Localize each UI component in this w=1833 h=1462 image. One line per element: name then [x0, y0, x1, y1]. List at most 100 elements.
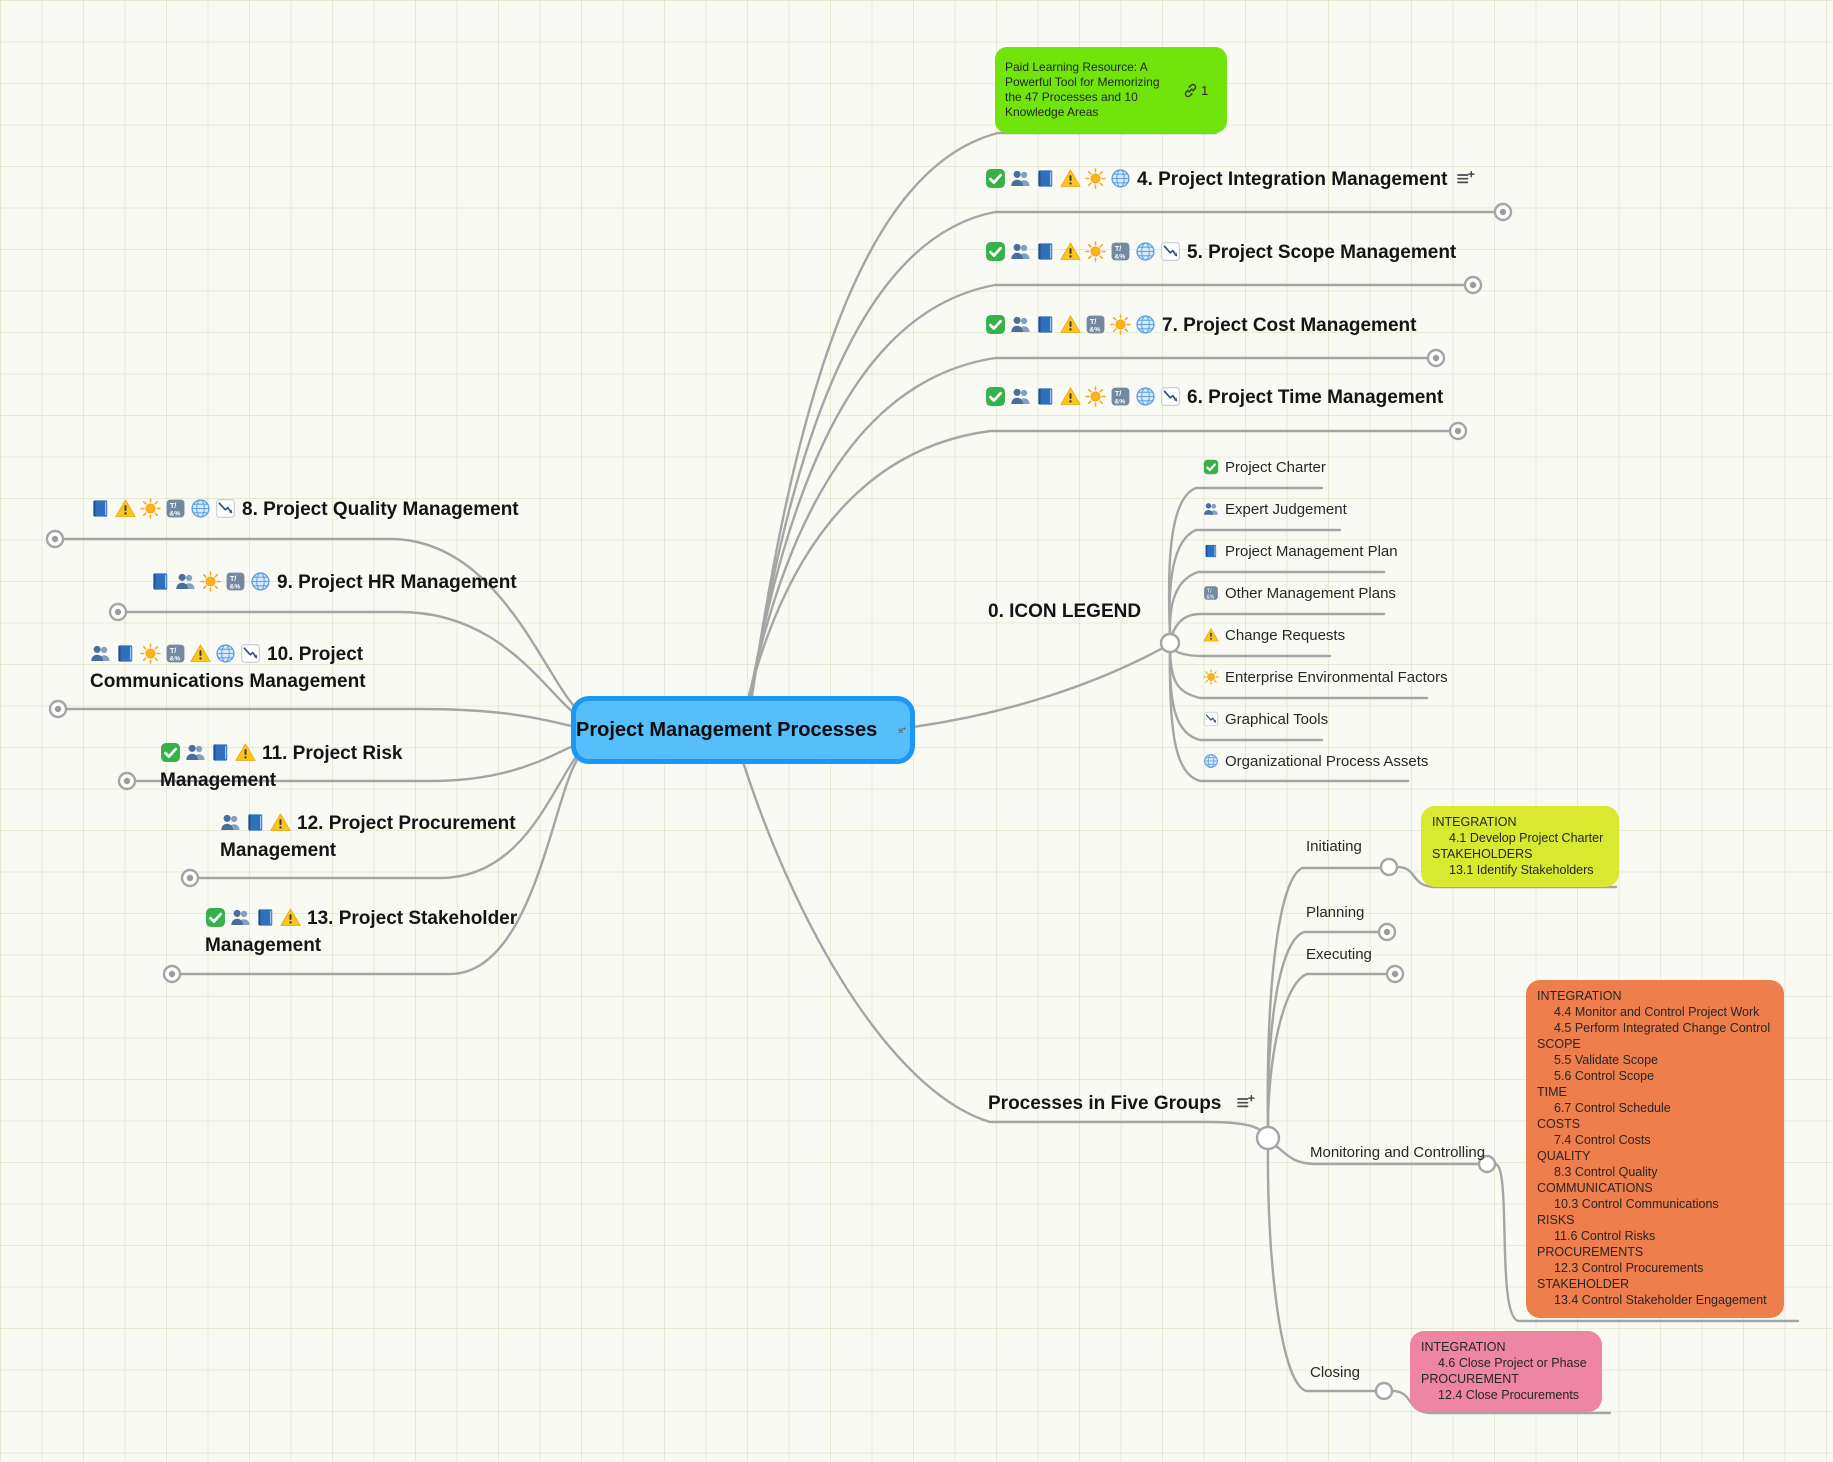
expand-toggle-monitoring[interactable] [1477, 1154, 1497, 1174]
book-icon [115, 643, 136, 664]
legend-item-organizational-process-assets[interactable]: Organizational Process Assets [1203, 753, 1428, 770]
warning-icon [270, 812, 291, 833]
legend-label: Organizational Process Assets [1225, 753, 1429, 770]
branch-label: 6. Project Time Management [1187, 387, 1444, 408]
root-node[interactable]: Project Management Processes [571, 696, 915, 764]
book-icon [245, 812, 266, 833]
book-icon [1035, 168, 1056, 189]
expand-toggle-closing[interactable] [1374, 1381, 1394, 1401]
sun-icon [1085, 168, 1106, 189]
process-group-heading: TIME [1537, 1085, 1567, 1099]
legend-item-project-charter[interactable]: Project Charter [1203, 459, 1326, 476]
collapsed-dot [168, 970, 176, 978]
note-text: Paid Learning Resource: A Powerful Tool … [1005, 60, 1160, 119]
warning-icon [1060, 168, 1081, 189]
process-group-heading: STAKEHOLDERS [1432, 847, 1533, 861]
expand-toggle-legend-junction[interactable] [1159, 632, 1181, 654]
collapsed-dot [1499, 208, 1507, 216]
globe-icon [250, 571, 271, 592]
svg-text:&%: &% [229, 583, 240, 590]
svg-text:T/: T/ [1207, 589, 1212, 595]
group-closing[interactable]: Closing [1310, 1364, 1361, 1381]
legend-label: Project Charter [1225, 459, 1326, 476]
branch-icon-legend[interactable]: 0. ICON LEGEND [988, 601, 1141, 623]
book-icon [90, 498, 111, 519]
legend-title: 0. ICON LEGEND [988, 601, 1142, 622]
note-paid-learning-resource[interactable]: Paid Learning Resource: A Powerful Tool … [995, 47, 1227, 133]
expand-toggle-groups-junction[interactable] [1255, 1125, 1281, 1151]
legend-label: Graphical Tools [1225, 711, 1329, 728]
link-monitoring [1274, 1144, 1481, 1166]
process-group-heading: STAKEHOLDER [1537, 1277, 1630, 1291]
sun-icon [1110, 314, 1131, 335]
svg-text:&%: &% [169, 510, 180, 517]
warning-icon [280, 907, 301, 928]
collapsed-dot [114, 608, 122, 616]
process-group-heading: INTEGRATION [1432, 815, 1517, 829]
sun-icon [200, 571, 221, 592]
legend-item-expert-judgement[interactable]: Expert Judgement [1203, 501, 1347, 518]
branch-communications[interactable]: T/&%10. Project Communications Managemen… [90, 641, 522, 695]
book-icon [1035, 241, 1056, 262]
branch-risk[interactable]: 11. Project Risk Management [160, 740, 520, 794]
people-icon [90, 643, 111, 664]
process-group-heading: COSTS [1537, 1117, 1581, 1131]
legend-item-enterprise-environmental-factors[interactable]: Enterprise Environmental Factors [1203, 669, 1448, 686]
branch-cost[interactable]: T/&%7. Project Cost Management [985, 312, 1416, 339]
collapsed-dot [1469, 281, 1477, 289]
process-group-heading: PROCUREMENT [1421, 1372, 1519, 1386]
process-line: 11.6 Control Risks [1554, 1229, 1656, 1243]
branch-integration[interactable]: 4. Project Integration Management [985, 166, 1479, 193]
legend-item-change-requests[interactable]: Change Requests [1203, 627, 1345, 644]
process-line: 13.1 Identify Stakeholders [1449, 863, 1594, 877]
branch-time[interactable]: T/&% 6. Project Time Management [985, 384, 1443, 411]
link-closing [1266, 1147, 1378, 1393]
notes-icon[interactable] [1236, 1094, 1255, 1111]
sun-icon [1085, 386, 1106, 407]
legend-item-graphical-tools[interactable]: Graphical Tools [1203, 711, 1328, 728]
branch-five-groups[interactable]: Processes in Five Groups [988, 1093, 1259, 1115]
group-planning[interactable]: Planning [1306, 904, 1365, 921]
branch-procurement[interactable]: 12. Project Procurement Management [220, 810, 516, 864]
svg-text:T/: T/ [230, 574, 237, 583]
notes-icon[interactable] [898, 722, 906, 739]
collapsed-dot [54, 705, 62, 713]
group-executing[interactable]: Executing [1306, 946, 1372, 963]
branch-scope[interactable]: T/&%5. Project Scope Management [985, 239, 1456, 266]
svg-text:&%: &% [1114, 398, 1125, 405]
branch-quality[interactable]: T/&%8. Project Quality Management [90, 496, 530, 523]
notes-icon[interactable] [1456, 170, 1475, 187]
legend-label: Enterprise Environmental Factors [1225, 669, 1448, 686]
process-line: 12.3 Control Procurements [1554, 1261, 1704, 1275]
group-monitoring[interactable]: Monitoring and Controlling [1310, 1144, 1486, 1161]
branch-label: 5. Project Scope Management [1187, 242, 1457, 263]
legend-item-project-management-plan[interactable]: Project Management Plan [1203, 543, 1398, 560]
legend-item-other-management-plans[interactable]: T/&%Other Management Plans [1203, 585, 1396, 602]
branch-hr[interactable]: T/&%9. Project HR Management [150, 569, 530, 596]
chart-icon [1160, 386, 1181, 407]
sun-icon [140, 643, 161, 664]
check-icon [985, 314, 1006, 335]
globe-icon [1135, 386, 1156, 407]
check-icon [160, 742, 181, 763]
svg-text:T/: T/ [1115, 389, 1122, 398]
note-link-badge[interactable]: 1 [1183, 83, 1208, 98]
globe-icon [215, 643, 236, 664]
branch-label: 10. Project Communications Management [90, 644, 366, 692]
collapsed-dot [1391, 970, 1399, 978]
expand-toggle-initiating[interactable] [1379, 857, 1399, 877]
svg-text:T/: T/ [170, 646, 177, 655]
branch-stakeholder[interactable]: 13. Project Stakeholder Management [205, 905, 521, 959]
check-icon [985, 241, 1006, 262]
group-initiating[interactable]: Initiating [1306, 838, 1362, 855]
process-line: 7.4 Control Costs [1554, 1133, 1651, 1147]
people-icon [220, 812, 241, 833]
process-group-heading: QUALITY [1537, 1149, 1591, 1163]
link-icon [1183, 83, 1198, 98]
legend-label: Other Management Plans [1225, 585, 1396, 602]
globe-icon [1135, 314, 1156, 335]
